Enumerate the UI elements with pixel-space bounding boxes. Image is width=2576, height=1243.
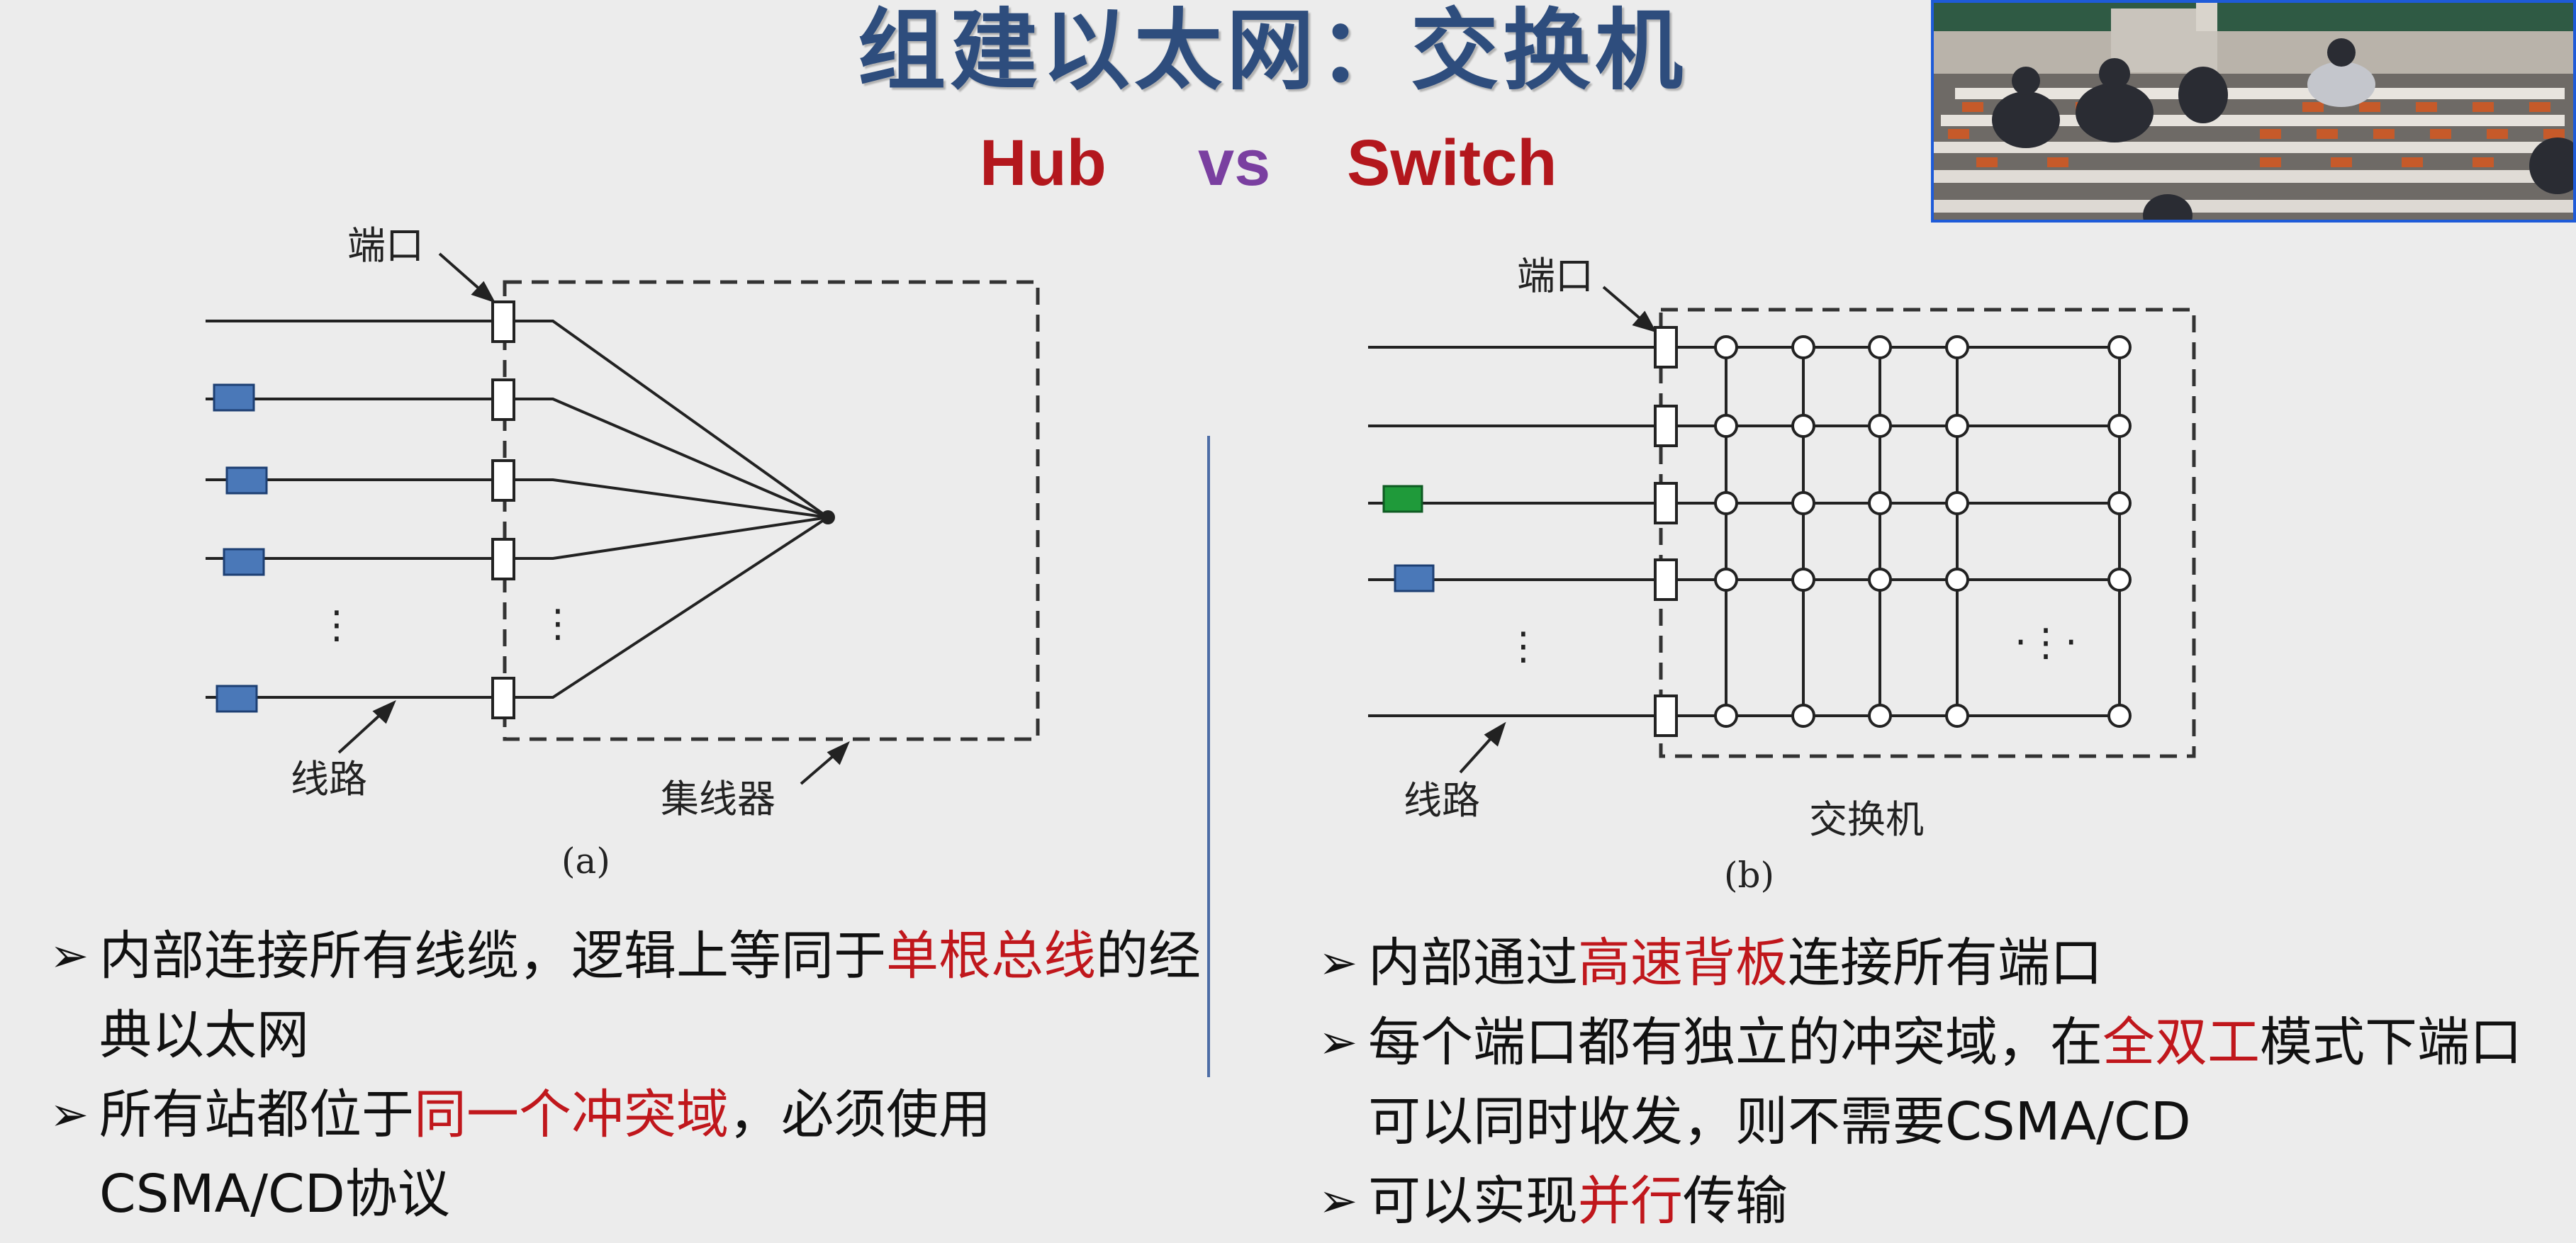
hub-bullet-list: ➢内部连接所有线缆，逻辑上等同于单根总线的经典以太网➢所有站都位于同一个冲突域，… (50, 916, 1212, 1234)
hub-port-arrow (438, 252, 496, 303)
switch-line-label: 线路 (1404, 778, 1480, 823)
switch-port-arrow (1602, 286, 1657, 333)
hub-device-arrow (800, 741, 850, 785)
highlight-text: 全双工 (2102, 1012, 2260, 1073)
hub-port-label: 端口 (347, 223, 424, 268)
bullet-text: 模式下端口可以同时收发，则不需要CSMA/CD (1368, 1012, 2522, 1152)
hub-device-boundary (503, 280, 1040, 741)
bullet-arrow-icon: ➢ (1318, 1015, 1358, 1069)
hub-stations (213, 383, 268, 713)
bullet-text: 内部通过 (1368, 933, 1578, 994)
highlight-text: 同一个冲突域 (414, 1084, 729, 1145)
switch-device-label: 交换机 (1809, 797, 1924, 842)
bullet-arrow-icon: ➢ (50, 928, 89, 983)
bullet-arrow-icon: ➢ (1318, 1174, 1358, 1228)
camera-feed-overlay (1931, 0, 2576, 223)
bullet-text: 传输 (1683, 1171, 1788, 1232)
classroom-video-image (1934, 3, 2573, 220)
hub-ellipsis-right: ⋮ (539, 601, 577, 646)
subtitle-hub: Hub (980, 127, 1107, 199)
switch-stations (1382, 485, 1435, 592)
switch-backplane-grid (1676, 346, 2121, 717)
bullet-item: ➢内部连接所有线缆，逻辑上等同于单根总线的经典以太网 (50, 916, 1212, 1075)
switch-ellipsis-inner: ·⋮· (2015, 620, 2077, 665)
switch-ports (1654, 326, 1678, 737)
bullet-item: ➢所有站都位于同一个冲突域，必须使用CSMA/CD协议 (50, 1075, 1212, 1234)
switch-line-arrow (1459, 721, 1506, 774)
bullet-text: ，必须使用CSMA/CD协议 (99, 1084, 991, 1225)
switch-caption: (b) (1724, 855, 1774, 896)
bullet-arrow-icon: ➢ (50, 1087, 89, 1142)
highlight-text: 并行 (1578, 1171, 1683, 1232)
switch-device-boundary (1659, 308, 2196, 758)
hub-ports (491, 300, 515, 719)
bullet-text: 内部连接所有线缆，逻辑上等同于 (99, 926, 886, 986)
hub-line-arrow (337, 700, 396, 754)
hub-device-label: 集线器 (661, 777, 775, 821)
bullet-item: ➢可以实现并行传输 (1318, 1162, 2552, 1241)
hub-caption: (a) (561, 840, 610, 882)
hub-line-label: 线路 (291, 757, 367, 802)
bullet-text: 可以实现 (1368, 1171, 1578, 1232)
slide-title: 组建以太网：交换机 (858, 0, 1688, 102)
bullet-text: 的经典以太网 (99, 926, 1201, 1066)
switch-diagram: ⋮ ·⋮· 端口 线路 交换机 (b) (1368, 254, 2196, 896)
subtitle-vs: vs (1198, 127, 1271, 199)
bullet-item: ➢每个端口都有独立的冲突域，在全双工模式下端口可以同时收发，则不需要CSMA/C… (1318, 1003, 2552, 1162)
switch-port-label: 端口 (1517, 254, 1594, 298)
highlight-text: 高速背板 (1578, 933, 1788, 994)
switch-ellipsis-left: ⋮ (1504, 624, 1542, 668)
switch-crosspoints (1714, 335, 2132, 728)
bullet-arrow-icon: ➢ (1318, 935, 1358, 990)
bullet-text: 连接所有端口 (1788, 933, 2102, 994)
hub-diagram: ⋮ ⋮ 端口 线路 集线器 (a) (206, 223, 1040, 882)
bullet-text: 每个端口都有独立的冲突域，在 (1368, 1012, 2102, 1073)
subtitle-switch: Switch (1347, 127, 1557, 199)
switch-bullet-list: ➢内部通过高速背板连接所有端口➢每个端口都有独立的冲突域，在全双工模式下端口可以… (1318, 923, 2552, 1241)
bullet-item: ➢内部通过高速背板连接所有端口 (1318, 923, 2552, 1003)
hub-center-node (821, 510, 835, 524)
hub-ellipsis-left: ⋮ (318, 602, 356, 647)
bullet-text: 所有站都位于 (99, 1084, 414, 1145)
highlight-text: 单根总线 (886, 926, 1096, 986)
column-divider (1207, 436, 1210, 1077)
